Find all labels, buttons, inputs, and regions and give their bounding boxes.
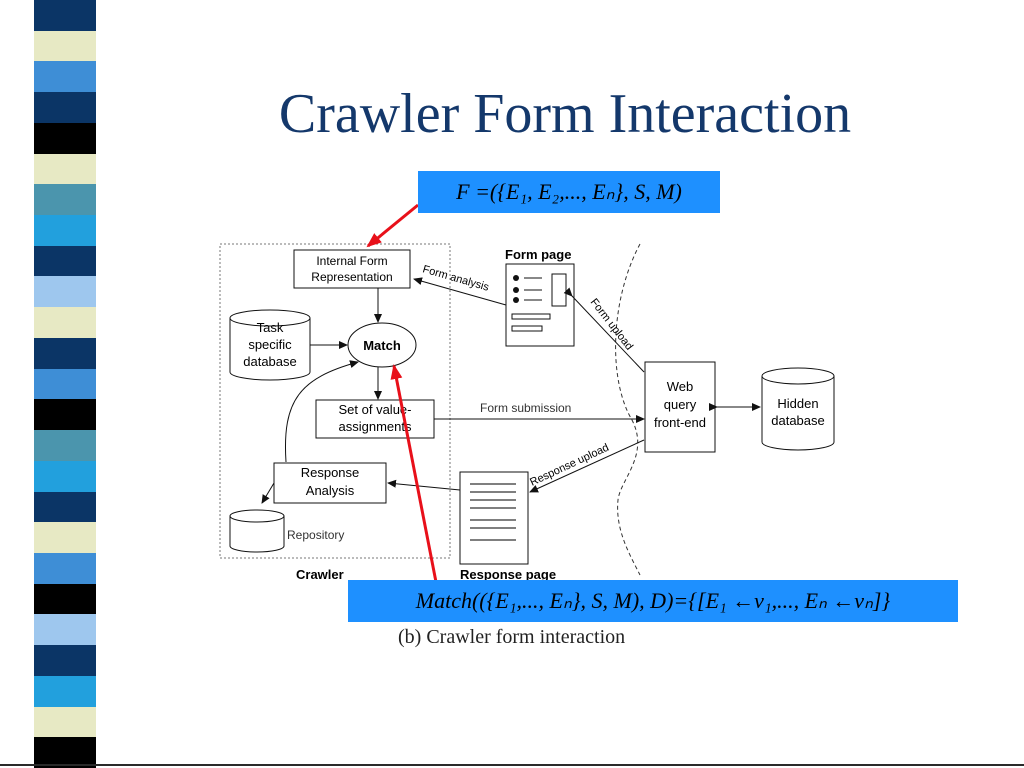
response-analysis-label-2: Analysis [306, 483, 355, 498]
web-query-label-2: query [664, 397, 697, 412]
stripe-segment [34, 522, 96, 553]
form-submission-label: Form submission [480, 401, 571, 415]
response-analysis-box: Response Analysis [273, 462, 387, 504]
diagram-connectors [261, 277, 761, 504]
stripe-segment [34, 307, 96, 338]
stripe-column [34, 0, 96, 768]
hidden-db-label-2: database [771, 413, 825, 428]
formula-pointer-arrow-top [366, 203, 419, 248]
stripe-segment [34, 245, 96, 277]
stripe-segment [34, 184, 96, 216]
response-page: Response page [459, 471, 556, 582]
stripe-segment [34, 276, 96, 308]
match-label: Match [363, 338, 401, 353]
formula-pointer-arrow-bottom [390, 364, 438, 583]
stripe-segment [34, 122, 96, 154]
stripe-segment [34, 645, 96, 676]
form-definition-formula: F =({E₁, E₂,..., Eₙ}, S, M) [418, 171, 720, 213]
stripe-segment [34, 215, 96, 246]
slide-title: Crawler Form Interaction [278, 83, 852, 145]
decorative-stripe-bar [0, 0, 115, 768]
stripe-segment [34, 614, 96, 646]
stripe-segment [34, 337, 96, 369]
response-upload-label: Response upload [528, 442, 611, 489]
value-assignments-box: Set of value- assignments [315, 399, 435, 439]
value-assignments-label-2: assignments [339, 419, 412, 434]
stripe-segment [34, 399, 96, 431]
task-db-label-1: Task [257, 320, 284, 335]
form-page: Form page [505, 247, 575, 347]
stripe-segment [34, 153, 96, 185]
repository-cylinder: Repository [229, 509, 344, 553]
stripe-segment [34, 0, 96, 31]
stripe-segment [34, 92, 96, 123]
stripe-segment [34, 675, 96, 707]
stripe-segment [34, 30, 96, 62]
task-db-label-2: specific [248, 337, 292, 352]
value-assignments-label-1: Set of value- [339, 402, 412, 417]
response-analysis-label-1: Response [301, 465, 360, 480]
form-analysis-label: Form analysis [421, 263, 491, 294]
hidden-db-label-1: Hidden [777, 396, 818, 411]
stripe-segment [34, 61, 96, 93]
stripe-segment [34, 737, 96, 768]
match-node: Match [347, 322, 417, 368]
internal-form-label-1: Internal Form [316, 254, 387, 268]
task-db-cylinder: Task specific database [229, 309, 311, 381]
hidden-db-cylinder: Hidden database [761, 367, 835, 451]
web-boundary-curve [615, 243, 641, 576]
stripe-segment [34, 491, 96, 523]
stripe-segment [34, 706, 96, 738]
match-definition-formula: Match(({E₁,..., Eₙ}, S, M), D)={[E₁ ←v₁,… [348, 580, 958, 622]
task-db-label-3: database [243, 354, 297, 369]
stripe-segment [34, 368, 96, 400]
bottom-divider [0, 764, 1024, 766]
stripe-segment [34, 460, 96, 492]
web-query-label-3: front-end [654, 415, 706, 430]
web-query-label-1: Web [667, 379, 694, 394]
figure-caption: (b) Crawler form interaction [398, 626, 626, 648]
form-page-label: Form page [505, 247, 571, 262]
repository-label: Repository [287, 528, 344, 542]
web-query-box: Web query front-end [644, 361, 716, 453]
stripe-segment [34, 552, 96, 584]
internal-form-box: Internal Form Representation [293, 249, 411, 289]
stripe-segment [34, 583, 96, 615]
form-upload-label: Form upload [588, 296, 635, 352]
response-page-label: Response page [460, 567, 556, 582]
crawler-label: Crawler [296, 567, 344, 582]
internal-form-label-2: Representation [311, 270, 392, 284]
stripe-segment [34, 430, 96, 461]
